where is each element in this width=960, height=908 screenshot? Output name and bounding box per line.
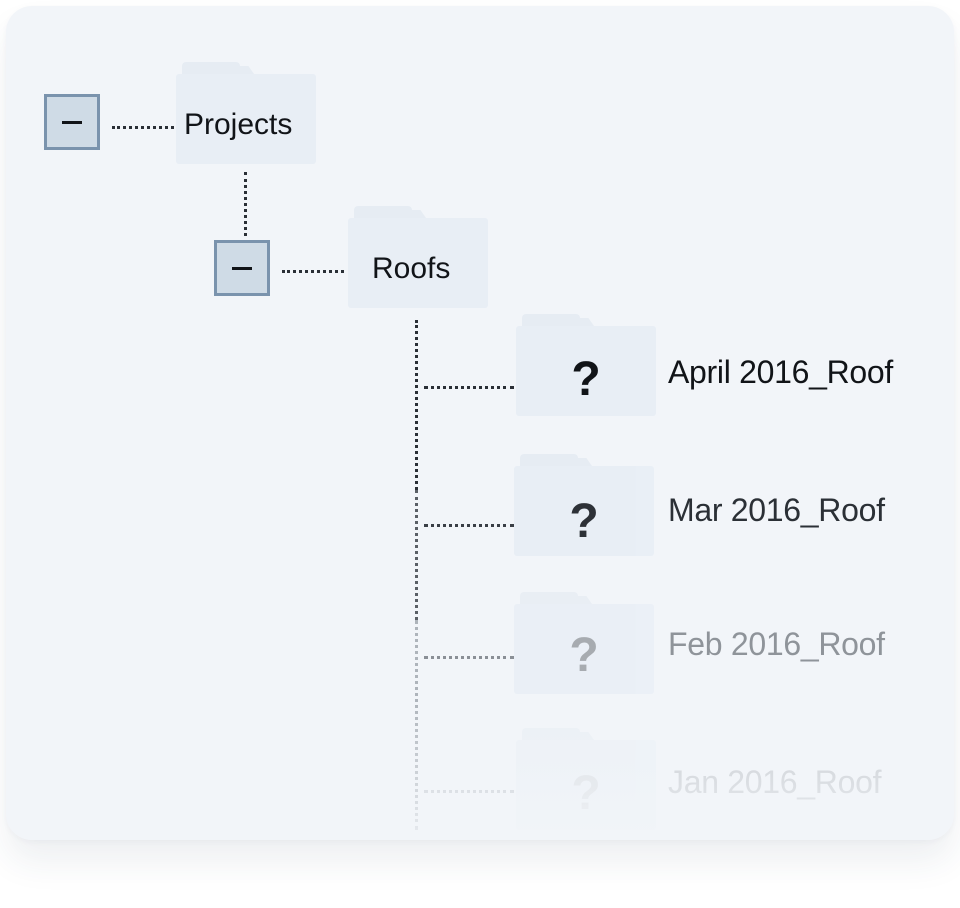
folder-label: Feb 2016_Roof — [668, 626, 885, 662]
folder-label-projects: Projects — [184, 108, 293, 141]
folder-roofs[interactable]: Roofs — [348, 206, 488, 308]
tree-panel: Projects Roofs ? April 2016_Roof ? Mar 2… — [6, 6, 954, 840]
folder-item[interactable]: ? — [516, 728, 656, 830]
connector-line — [415, 320, 418, 490]
minus-icon — [232, 266, 252, 270]
connector-line — [424, 790, 514, 793]
question-icon: ? — [571, 353, 601, 406]
folder-projects[interactable]: Projects — [176, 62, 316, 164]
connector-line — [415, 620, 418, 830]
folder-label: April 2016_Roof — [668, 354, 893, 390]
folder-item[interactable]: ? — [516, 314, 656, 416]
collapse-roofs-button[interactable] — [214, 240, 270, 296]
question-icon: ? — [569, 495, 599, 548]
connector-line — [424, 386, 514, 389]
folder-label: Jan 2016_Roof — [668, 764, 882, 800]
folder-label: Mar 2016_Roof — [668, 492, 885, 528]
folder-item[interactable]: ? — [514, 592, 654, 694]
connector-line — [424, 524, 514, 527]
connector-line — [112, 126, 174, 129]
connector-line — [282, 270, 344, 273]
folder-item[interactable]: ? — [514, 454, 654, 556]
minus-icon — [62, 120, 82, 124]
question-icon: ? — [569, 629, 599, 682]
folder-label-roofs: Roofs — [372, 252, 451, 285]
connector-line — [424, 656, 514, 659]
question-icon: ? — [571, 767, 601, 820]
connector-line — [244, 172, 247, 236]
connector-line — [415, 490, 418, 620]
collapse-projects-button[interactable] — [44, 94, 100, 150]
